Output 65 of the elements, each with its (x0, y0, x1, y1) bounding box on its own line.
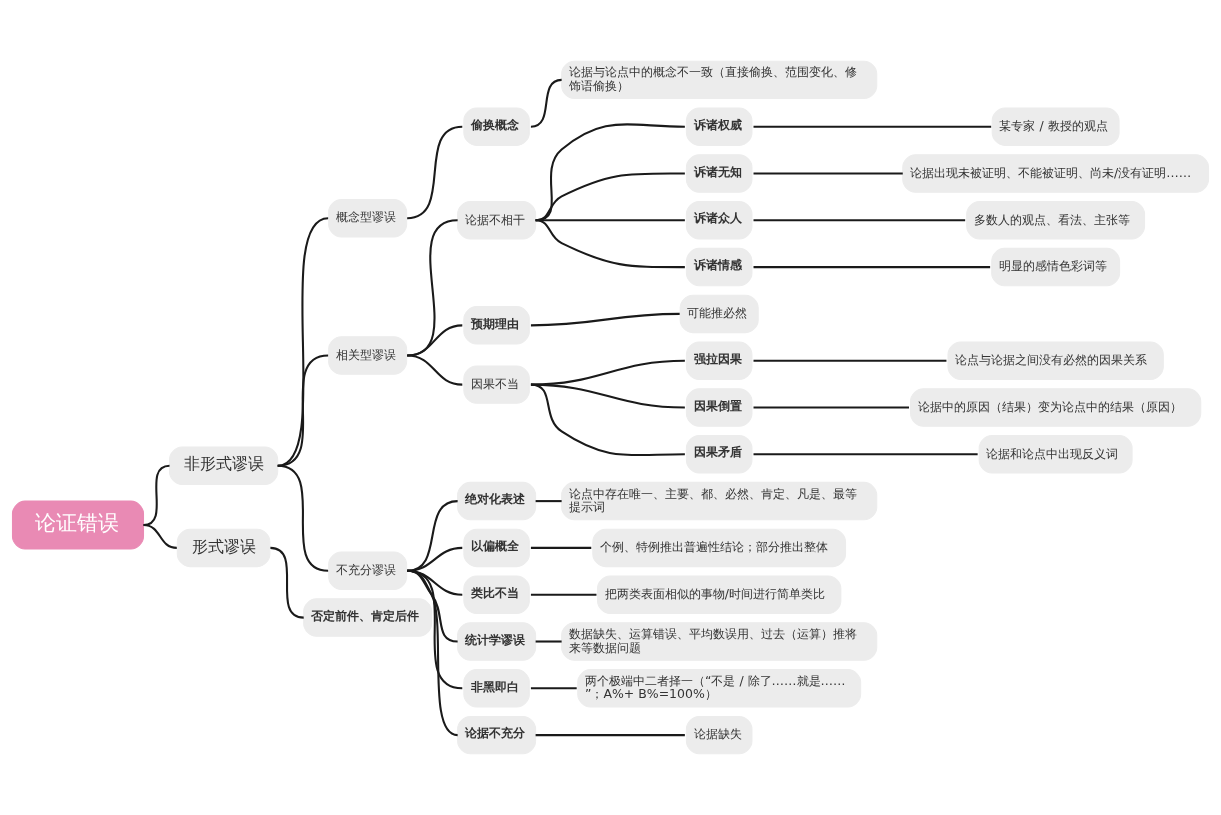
node-box: 某专家 / 教授的观点 (991, 107, 1120, 146)
node-box: 个例、特例推出普遍性结论；部分推出整体 (592, 528, 847, 568)
node-box: 数据缺失、运算错误、平均数误用、过去（运算）推将来等数据问题 (561, 622, 878, 661)
node-box: 相关型谬误 (328, 336, 408, 375)
node-box: 类比不当 (463, 575, 530, 614)
connector (407, 500, 458, 572)
node-box: 因果不当 (463, 365, 530, 404)
node-box: 多数人的观点、看法、主张等 (966, 201, 1146, 240)
node-box: 论据出现未被证明、不能被证明、尚未/没有证明…… (902, 154, 1210, 193)
node-box: 论点与论据之间没有必然的因果关系 (947, 341, 1164, 380)
connector (753, 219, 966, 222)
node-box: 诉诸众人 (685, 201, 753, 240)
connector (535, 219, 685, 269)
node-box: 以偏概全 (463, 528, 530, 568)
connector (143, 524, 177, 549)
node-box: 绝对化表述 (457, 481, 537, 521)
connector (270, 546, 304, 619)
connector (277, 464, 329, 572)
node-box: 不充分谬误 (328, 551, 408, 591)
node-box: 论据和论点中出现反义词 (978, 435, 1133, 474)
node-box: 可能推必然 (679, 294, 759, 334)
node-box: 非形式谬误 (169, 446, 279, 485)
connector (753, 172, 903, 175)
node-box: 论点中存在唯一、主要、都、必然、肯定、凡是、最等提示词 (561, 481, 878, 521)
node-box: 明显的感情色彩词等 (991, 247, 1121, 287)
node-box: 否定前件、肯定后件 (303, 598, 433, 637)
connector (530, 546, 592, 549)
connector (407, 569, 458, 737)
connector (530, 593, 597, 596)
connector (407, 125, 463, 220)
node-box: 因果倒置 (685, 388, 753, 427)
node-box: 论据缺失 (685, 715, 753, 755)
connector (407, 324, 463, 357)
node-box: 因果矛盾 (685, 435, 753, 474)
node-box: 论证错误 (11, 500, 145, 550)
node-box: 诉诸情感 (685, 247, 753, 287)
connector (530, 687, 577, 690)
connector (277, 217, 329, 467)
node-box: 形式谬误 (176, 528, 271, 568)
connector (535, 640, 562, 643)
node-box: 强拉因果 (685, 341, 753, 380)
connector (530, 312, 680, 327)
connector (407, 354, 463, 386)
connector (753, 406, 909, 409)
node-box: 偷换概念 (463, 107, 530, 146)
node-box: 诉诸无知 (685, 154, 753, 193)
node-box: 概念型谬误 (328, 198, 408, 238)
connector (530, 383, 685, 457)
connector (753, 266, 991, 269)
connector (753, 453, 978, 456)
node-box: 预期理由 (463, 306, 530, 345)
node-box: 非黑即白 (463, 669, 530, 708)
node-box: 论据不充分 (457, 715, 537, 755)
node-box: 统计学谬误 (457, 622, 537, 661)
connector (753, 359, 947, 362)
node-box: 论据不相干 (457, 201, 537, 240)
connector (530, 78, 562, 128)
connector (535, 500, 562, 503)
node-box: 论据与论点中的概念不一致（直接偷换、范围变化、修饰语偷换） (561, 60, 878, 100)
node-box: 诉诸权威 (685, 107, 753, 146)
node-box: 论据中的原因（结果）变为论点中的结果（原因） (910, 388, 1202, 427)
node-box: 把两类表面相似的事物/时间进行简单类比 (597, 575, 842, 614)
connector (753, 125, 992, 128)
connector (535, 734, 685, 737)
node-box: 两个极端中二者择一（“不是 / 除了……就是……”；A%+ B%=100%） (577, 669, 862, 708)
